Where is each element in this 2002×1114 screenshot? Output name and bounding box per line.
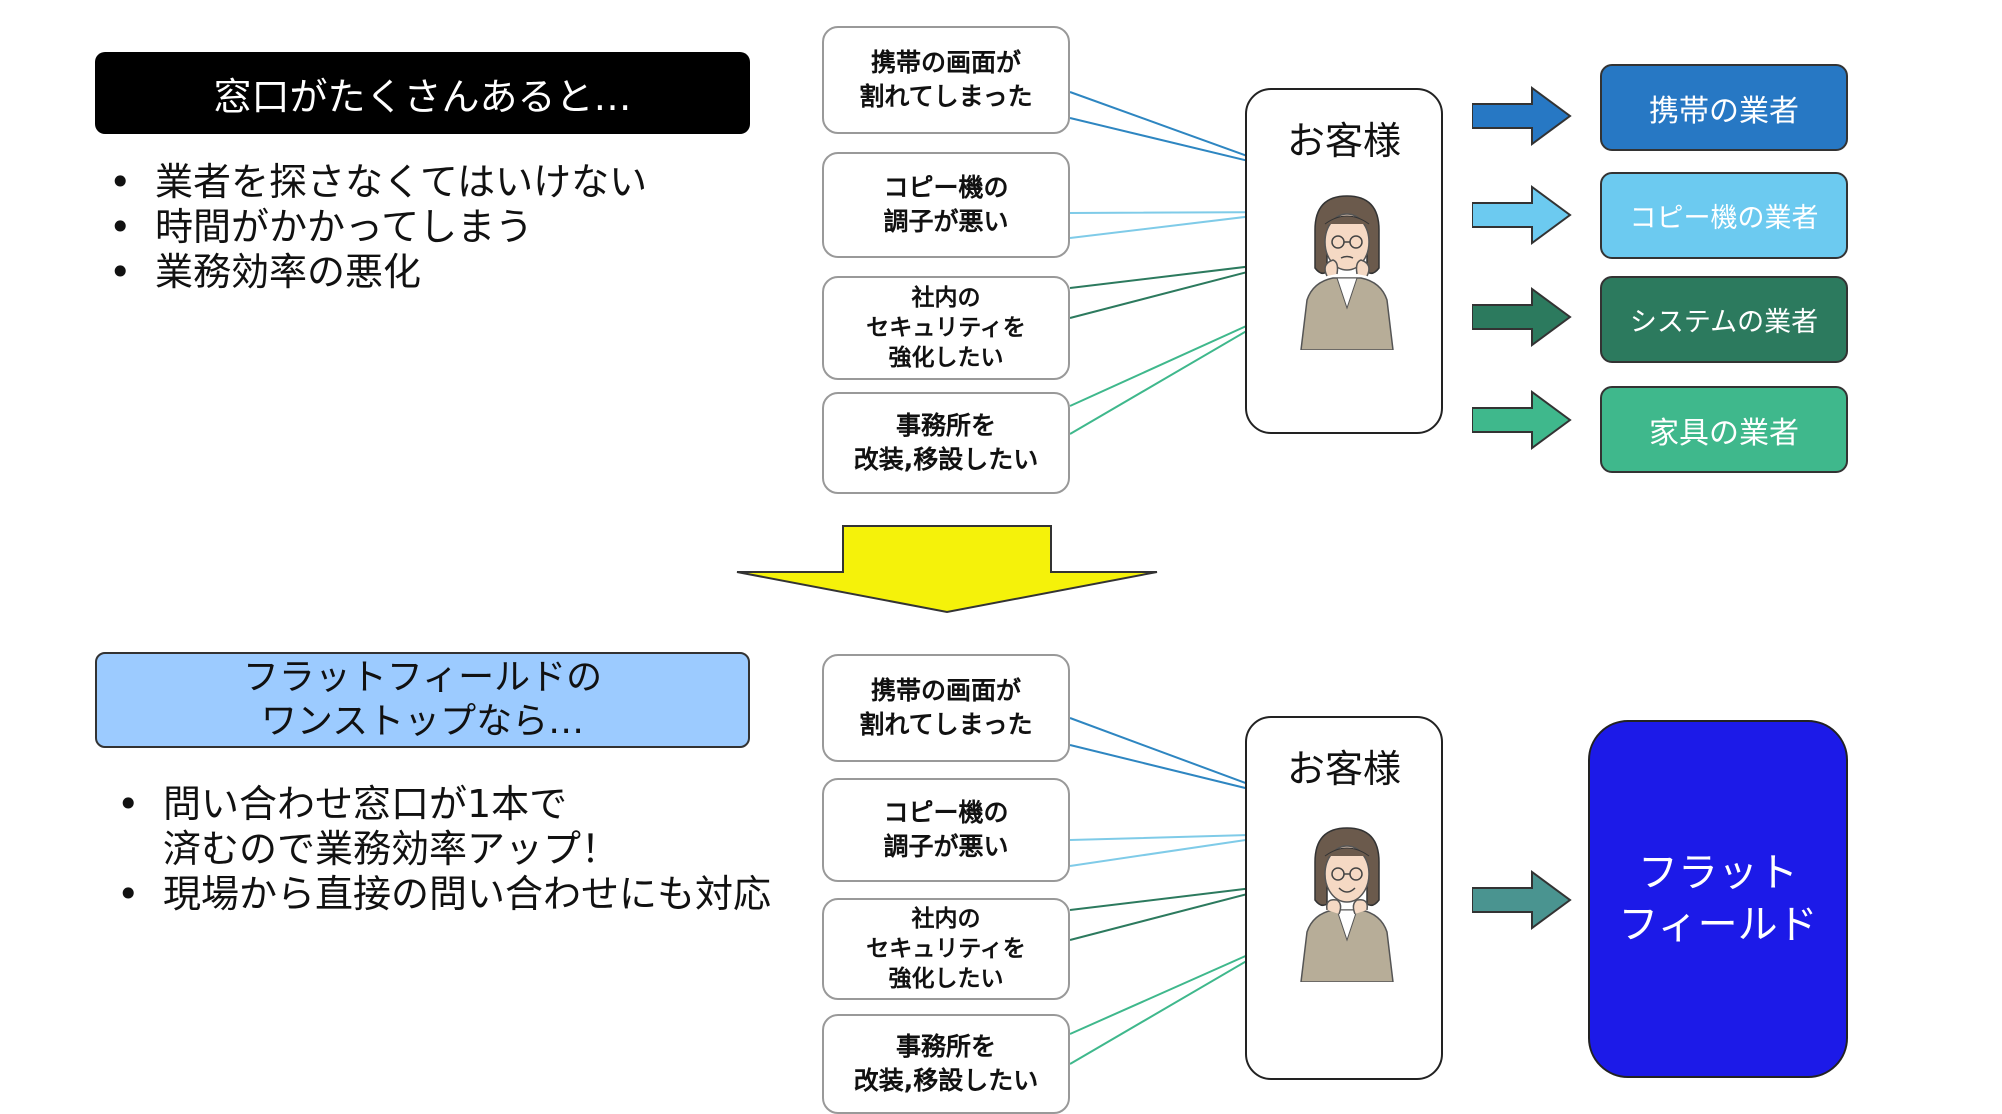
request-bubble-copier: コピー機の 調子が悪い — [822, 152, 1070, 258]
vendor-box-phone: 携帯の業者 — [1600, 64, 1848, 151]
arrow-icon — [1472, 185, 1572, 245]
request-bubble-phone: 携帯の画面が 割れてしまった — [822, 26, 1070, 134]
down-arrow-icon — [736, 525, 1158, 614]
top-bullet-list: 業者を探さなくてはいけない 時間がかかってしまう 業務効率の悪化 — [95, 160, 647, 295]
bottom-header: フラットフィールドの ワンストップなら… — [95, 652, 750, 748]
customer-label: お客様 — [1286, 119, 1401, 163]
request-bubble-security: 社内の セキュリティを 強化したい — [822, 276, 1070, 380]
request-bubble-office: 事務所を 改装,移設したい — [822, 392, 1070, 494]
request-bubble-security: 社内の セキュリティを 強化したい — [822, 898, 1070, 1000]
top-header: 窓口がたくさんあると… — [95, 52, 750, 134]
customer-box: お客様 — [1245, 716, 1443, 1080]
vendor-box-system: システムの業者 — [1600, 276, 1848, 363]
bullet-item: 業者を探さなくてはいけない — [95, 160, 647, 205]
arrow-icon — [1472, 287, 1572, 347]
request-bubble-office: 事務所を 改装,移設したい — [822, 1014, 1070, 1114]
arrow-icon — [1472, 86, 1572, 146]
customer-box: お客様 — [1245, 88, 1443, 434]
request-bubble-copier: コピー機の 調子が悪い — [822, 778, 1070, 882]
customer-label: お客様 — [1286, 747, 1401, 791]
arrow-icon — [1472, 390, 1572, 450]
vendor-box-furniture: 家具の業者 — [1600, 386, 1848, 473]
worried-woman-icon — [1300, 195, 1394, 350]
bullet-item: 現場から直接の問い合わせにも対応 — [103, 872, 771, 917]
arrow-icon — [1472, 870, 1572, 930]
flat-field-box: フラット フィールド — [1588, 720, 1848, 1078]
bullet-item: 時間がかかってしまう — [95, 205, 647, 250]
smiling-woman-icon — [1300, 827, 1394, 982]
bullet-item: 業務効率の悪化 — [95, 250, 647, 295]
vendor-box-copier: コピー機の業者 — [1600, 172, 1848, 259]
request-bubble-phone: 携帯の画面が 割れてしまった — [822, 654, 1070, 762]
bullet-item: 問い合わせ窓口が1本で 済むので業務効率アップ！ — [103, 782, 771, 872]
bottom-bullet-list: 問い合わせ窓口が1本で 済むので業務効率アップ！ 現場から直接の問い合わせにも対… — [103, 782, 771, 917]
